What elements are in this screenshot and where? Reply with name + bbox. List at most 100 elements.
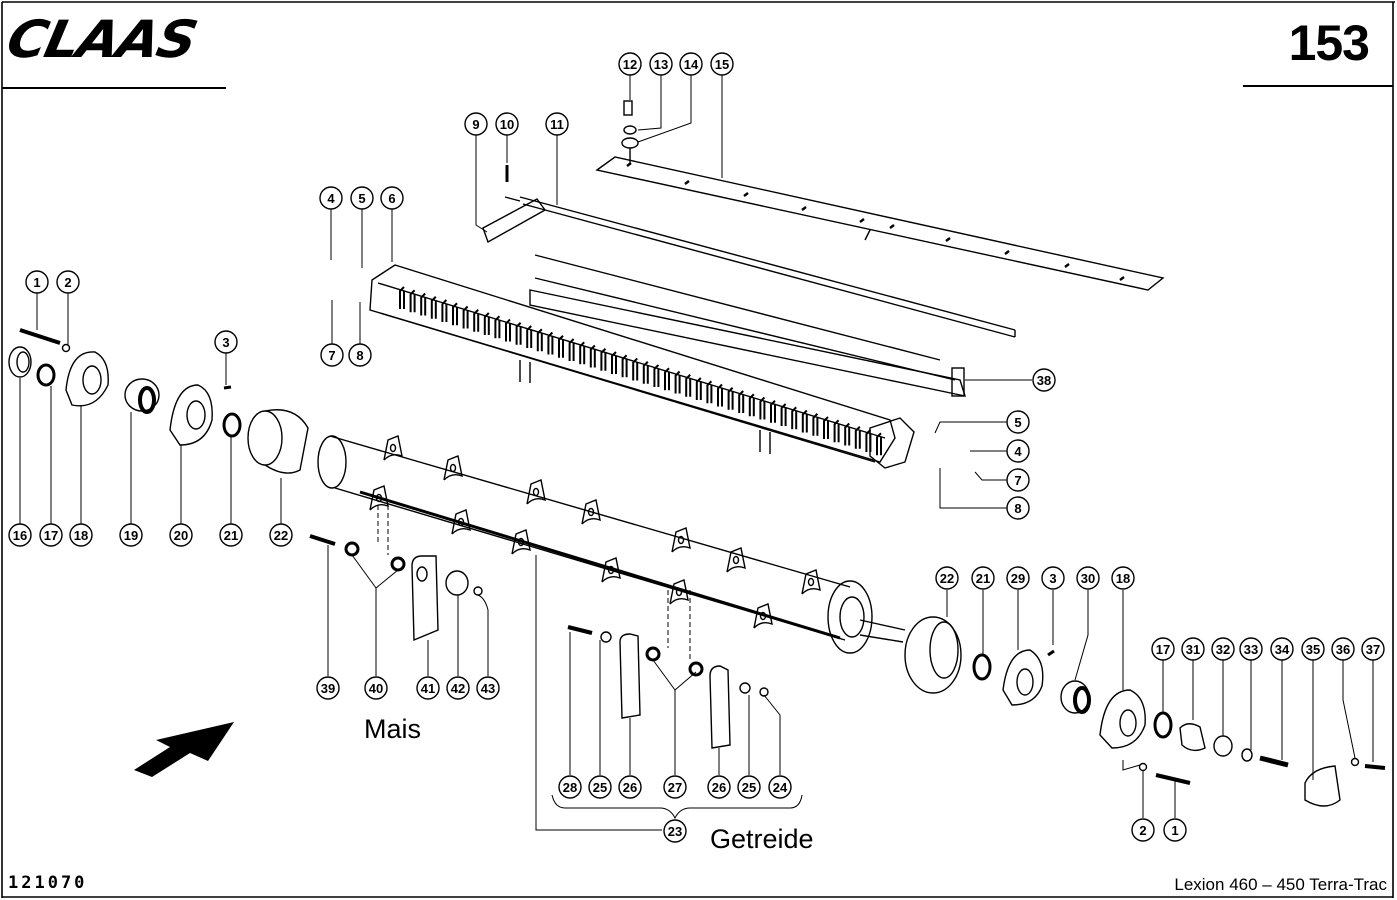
slot: [748, 393, 755, 417]
bolt-34: [1259, 755, 1289, 768]
rotor-lug: [671, 527, 691, 553]
callout-14: 14: [679, 52, 703, 76]
part-strip-15: [595, 156, 1165, 291]
slot: [865, 429, 872, 452]
washer-14: [621, 137, 639, 149]
callout-21: 21: [971, 566, 995, 590]
lug-hole: [389, 443, 397, 453]
callout-circle: [1076, 566, 1100, 590]
callout-circle: [1006, 410, 1030, 434]
slot: [621, 354, 628, 378]
callout-circle: [350, 186, 374, 210]
bar-38: [529, 289, 967, 397]
callout-31: 31: [1181, 637, 1205, 661]
flange-20: [169, 384, 213, 446]
slot: [505, 318, 511, 342]
callout-number: 3: [1049, 571, 1056, 586]
callout-27: 27: [663, 775, 687, 799]
rotor-drum: [317, 435, 906, 654]
callout-circle: [558, 775, 582, 799]
slot: [854, 426, 861, 449]
callout-43: 43: [476, 676, 500, 700]
callout-circle: [25, 270, 49, 294]
callout-number: 1: [1171, 823, 1178, 838]
callout-7: 7: [1006, 468, 1030, 492]
callout-circle: [707, 775, 731, 799]
callout-circle: [364, 676, 388, 700]
rotor-lug: [601, 557, 621, 583]
lug-hole: [449, 463, 457, 473]
slot: [547, 331, 554, 355]
rotor-lug: [726, 547, 746, 573]
callout-number: 16: [13, 528, 27, 543]
callout-number: 14: [684, 57, 699, 72]
callout-number: 33: [1244, 642, 1258, 657]
slot: [685, 374, 692, 397]
callout-17: 17: [1151, 637, 1175, 661]
callout-22: 22: [935, 566, 959, 590]
slot: [664, 367, 670, 391]
callout-number: 6: [388, 191, 395, 206]
callout-17: 17: [39, 523, 63, 547]
callout-number: 28: [563, 780, 577, 795]
callout-number: 30: [1081, 571, 1095, 586]
washer-33: [1241, 748, 1253, 762]
callout-circle: [1151, 637, 1175, 661]
callout-circle: [416, 676, 440, 700]
guard-35: [1304, 765, 1341, 807]
washer-42: [445, 570, 469, 596]
washer-36: [1350, 757, 1360, 767]
callout-2: 2: [1131, 818, 1155, 842]
washer-2b: [1138, 762, 1148, 772]
housing-6: [369, 264, 915, 469]
callout-circle: [1211, 637, 1235, 661]
callout-26: 26: [618, 775, 642, 799]
callout-19: 19: [119, 523, 143, 547]
claas-logo: CLAAS: [1, 9, 201, 70]
callout-40: 40: [364, 676, 388, 700]
callout-circle: [618, 52, 642, 76]
callout-24: 24: [768, 775, 792, 799]
slot: [409, 289, 416, 313]
lug-hole: [675, 587, 683, 597]
slot: [738, 390, 745, 413]
slot: [759, 396, 766, 420]
seal-17b: [1153, 711, 1173, 739]
variant-label-getreide: Getreide: [710, 824, 814, 854]
callout-number: 34: [1275, 642, 1290, 657]
lug-hole: [532, 487, 540, 497]
callout-21: 21: [219, 523, 243, 547]
drawing-number: 121070: [8, 873, 88, 893]
callout-41: 41: [416, 676, 440, 700]
callout-circle: [737, 775, 761, 799]
callout-7: 7: [320, 343, 344, 367]
slot: [526, 325, 533, 348]
callout-number: 35: [1306, 642, 1320, 657]
flange-18b: [1099, 689, 1146, 749]
leader-lines: [19, 74, 1374, 831]
callout-circle: [169, 523, 193, 547]
callout-6: 6: [380, 186, 404, 210]
slot: [791, 406, 798, 430]
rotor-lug: [801, 569, 821, 595]
lug-hole: [517, 537, 525, 547]
callout-number: 36: [1336, 642, 1350, 657]
rotor-lug: [451, 509, 471, 535]
callout-circle: [319, 186, 343, 210]
callout-number: 1: [33, 275, 40, 290]
slot: [674, 370, 681, 394]
rotor-lug: [581, 499, 601, 525]
callout-number: 9: [472, 117, 479, 132]
page-number: 153: [1288, 15, 1370, 71]
rotor-lug: [526, 479, 546, 505]
slot: [589, 344, 596, 368]
callout-number: 32: [1216, 642, 1230, 657]
callout-number: 41: [421, 681, 435, 696]
callout-number: 12: [623, 57, 637, 72]
lug-hole: [732, 555, 740, 565]
callout-33: 33: [1239, 637, 1263, 661]
callout-4: 4: [1006, 439, 1030, 463]
callout-number: 2: [64, 275, 71, 290]
washer-2: [61, 343, 71, 353]
callout-number: 21: [976, 571, 990, 586]
